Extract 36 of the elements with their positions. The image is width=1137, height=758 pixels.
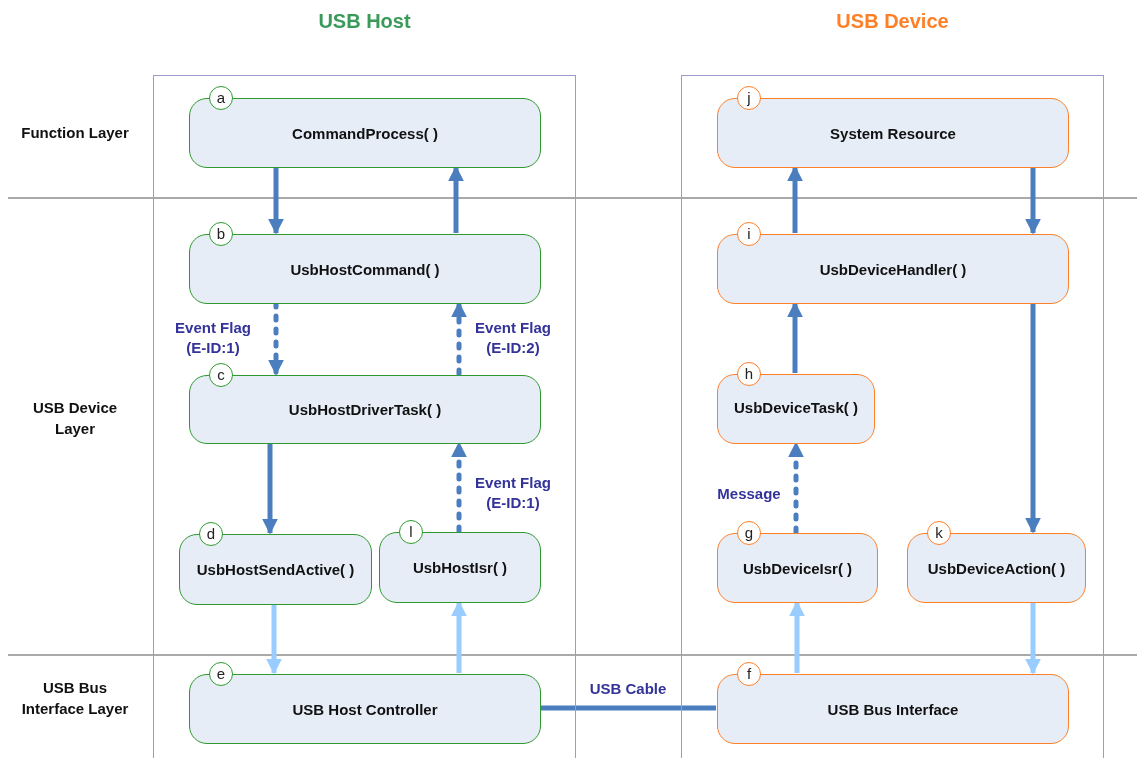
arrow — [1025, 167, 1041, 235]
step-letter: l — [399, 520, 423, 544]
function-name: UsbDeviceIsr( ) — [742, 559, 853, 577]
function-name: USB Bus Interface — [827, 700, 959, 718]
step-letter: j — [737, 86, 761, 110]
step-letter: e — [209, 662, 233, 686]
arrow — [1025, 602, 1041, 675]
step-letter: h — [737, 362, 761, 386]
column-title: USB Host — [317, 10, 412, 33]
step-letter: a — [209, 86, 233, 110]
layer-label: Function Layer — [20, 123, 130, 143]
step-letter: i — [737, 222, 761, 246]
function-name: System Resource — [830, 124, 956, 142]
column-title: USB Device — [835, 10, 950, 33]
arrow — [268, 167, 284, 235]
function-name: UsbDeviceHandler( ) — [819, 260, 967, 278]
function-name: UsbDeviceTask( ) — [734, 399, 858, 416]
step-letter: f — [737, 662, 761, 686]
function-name: UsbHostDriverTask( ) — [288, 401, 442, 418]
function-name: UsbHostIsr( ) — [412, 559, 508, 576]
step-letter: c — [209, 363, 233, 387]
function-name: USB Host Controller — [292, 700, 438, 718]
layer-label: USB Device Layer — [31, 398, 119, 439]
function-name: UsbHostSendActive( ) — [196, 561, 355, 578]
arrow — [1025, 303, 1041, 534]
step-letter: b — [209, 222, 233, 246]
function-name: CommandProcess( ) — [292, 124, 438, 142]
step-letter: d — [199, 522, 223, 546]
step-letter: k — [927, 521, 951, 545]
arrow — [262, 443, 278, 535]
cable-line — [540, 705, 716, 711]
layer-label: USB Bus Interface Layer — [20, 678, 130, 719]
arrow — [266, 604, 282, 675]
function-name: UsbHostCommand( ) — [290, 260, 440, 278]
function-name: UsbDeviceAction( ) — [927, 559, 1066, 577]
step-letter: g — [737, 521, 761, 545]
